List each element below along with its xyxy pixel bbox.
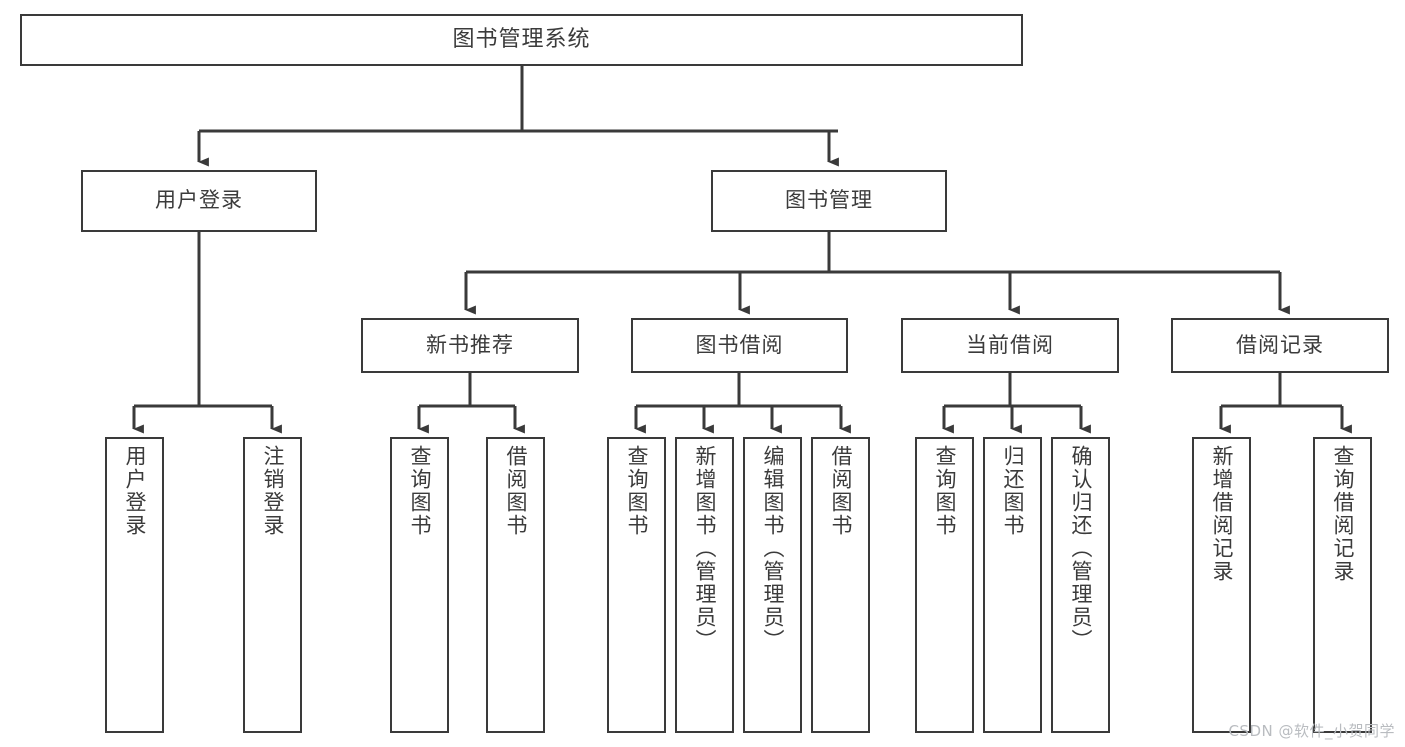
node-leaf-edit-book[interactable]: 编辑图书（管理员） [743,437,802,733]
node-leaf-logout-login-label: 注销登录 [260,445,285,537]
node-book-borrow-label: 图书借阅 [695,332,784,357]
node-root[interactable]: 图书管理系统 [20,14,1023,66]
csdn-watermark: CSDN @软件_小贺同学 [1228,722,1395,740]
node-leaf-borrow-book-1-label: 借阅图书 [503,445,528,537]
node-user-login-label: 用户登录 [155,188,243,213]
node-leaf-edit-book-label: 编辑图书（管理员） [760,445,785,652]
node-book-manage-label: 图书管理 [785,188,873,213]
node-leaf-add-record-label: 新增借阅记录 [1209,445,1234,583]
node-leaf-query-record-label: 查询借阅记录 [1330,445,1355,583]
node-current-borrow-label: 当前借阅 [966,332,1054,357]
node-leaf-add-book-label: 新增图书（管理员） [692,445,717,652]
node-leaf-query-book-3-label: 查询图书 [932,445,957,537]
node-leaf-return-book-label: 归还图书 [1000,445,1025,537]
node-leaf-logout-login[interactable]: 注销登录 [243,437,302,733]
node-leaf-query-book-2[interactable]: 查询图书 [607,437,666,733]
node-book-manage[interactable]: 图书管理 [711,170,947,232]
node-borrow-record-label: 借阅记录 [1236,332,1324,357]
node-leaf-query-book-1[interactable]: 查询图书 [390,437,449,733]
node-borrow-record[interactable]: 借阅记录 [1171,318,1389,373]
node-book-borrow[interactable]: 图书借阅 [631,318,848,373]
node-leaf-borrow-book-2-label: 借阅图书 [828,445,853,537]
node-leaf-borrow-book-1[interactable]: 借阅图书 [486,437,545,733]
node-leaf-return-book[interactable]: 归还图书 [983,437,1042,733]
node-leaf-user-login-label: 用户登录 [122,445,147,537]
node-leaf-borrow-book-2[interactable]: 借阅图书 [811,437,870,733]
node-leaf-add-record[interactable]: 新增借阅记录 [1192,437,1251,733]
node-leaf-query-book-1-label: 查询图书 [407,445,432,537]
node-user-login[interactable]: 用户登录 [81,170,317,232]
node-leaf-query-book-2-label: 查询图书 [624,445,649,537]
node-leaf-add-book[interactable]: 新增图书（管理员） [675,437,734,733]
node-new-book-rec[interactable]: 新书推荐 [361,318,579,373]
node-current-borrow[interactable]: 当前借阅 [901,318,1119,373]
node-leaf-user-login[interactable]: 用户登录 [105,437,164,733]
node-leaf-query-book-3[interactable]: 查询图书 [915,437,974,733]
node-leaf-confirm-return-label: 确认归还（管理员） [1068,445,1093,652]
node-new-book-rec-label: 新书推荐 [426,332,514,357]
node-root-label: 图书管理系统 [452,26,591,52]
node-leaf-confirm-return[interactable]: 确认归还（管理员） [1051,437,1110,733]
node-leaf-query-record[interactable]: 查询借阅记录 [1313,437,1372,733]
